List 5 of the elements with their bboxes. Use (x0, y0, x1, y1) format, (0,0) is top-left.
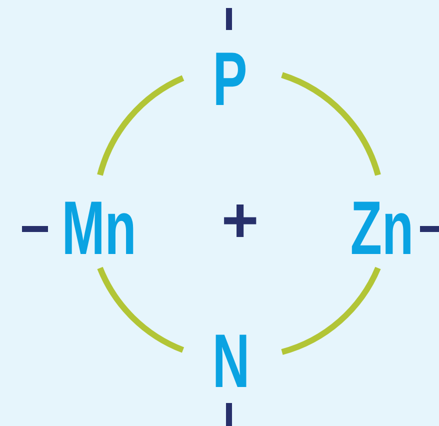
element-symbol: Zn (350, 191, 414, 267)
charge-sign: + (221, 188, 259, 252)
element-symbol: N (212, 324, 250, 400)
element-symbol: Mn (62, 191, 136, 267)
element-symbol: P (212, 42, 248, 118)
